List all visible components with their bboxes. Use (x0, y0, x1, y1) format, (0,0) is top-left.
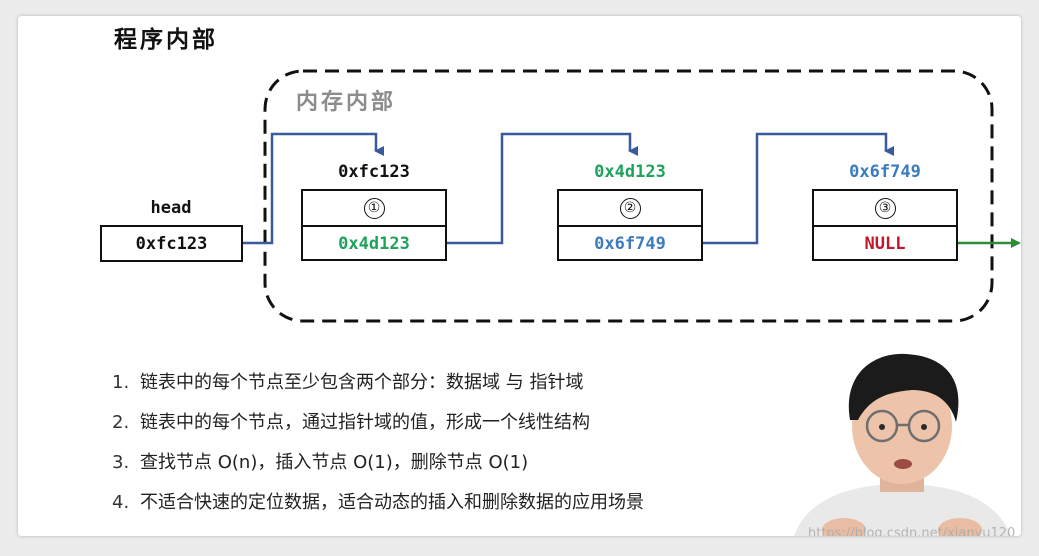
node-3-data: ③ (814, 191, 956, 227)
memory-label: 内存内部 (296, 89, 397, 115)
pointer-head-to-node-1 (243, 132, 384, 245)
node-3: ③ NULL (812, 189, 958, 261)
presenter-image (794, 353, 1011, 536)
note-item: 3.查找节点 O(n)，插入节点 O(1)，删除节点 O(1) (112, 452, 529, 473)
slide-frame: 程序内部 内存内部 head 0xfc123 0xfc123 ① 0x4d12 (18, 16, 1021, 536)
node-1-next: 0x4d123 (338, 233, 410, 254)
node-2-address: 0x4d123 (594, 162, 666, 182)
watermark: https://blog.csdn.net/xianyu120 (808, 526, 1016, 536)
note-item: 1.链表中的每个节点至少包含两个部分：数据域 与 指针域 (112, 372, 584, 393)
node-1-data: ① (303, 191, 445, 227)
node-2-data: ② (559, 191, 701, 227)
pointer-node-1-to-node-2 (447, 132, 638, 245)
node-3-address: 0x6f749 (849, 162, 921, 182)
node-2: ② 0x6f749 (557, 189, 703, 261)
pointer-node-2-to-node-3 (703, 132, 894, 245)
node-2-next: 0x6f749 (594, 233, 666, 254)
head-label: head (150, 198, 192, 218)
note-item: 4.不适合快速的定位数据，适合动态的插入和删除数据的应用场景 (112, 492, 644, 513)
memory-region (263, 69, 994, 323)
note-item: 2.链表中的每个节点，通过指针域的值，形成一个线性结构 (112, 412, 590, 433)
section-title: 程序内部 (114, 26, 218, 53)
head-pointer-box: 0xfc123 (100, 225, 243, 262)
node-3-data-number: ③ (874, 197, 896, 219)
node-2-data-number: ② (619, 197, 641, 219)
node-3-next-null: NULL (864, 233, 906, 254)
node-1-data-number: ① (363, 197, 385, 219)
node-1: ① 0x4d123 (301, 189, 447, 261)
head-pointer-value: 0xfc123 (135, 233, 208, 254)
diagram-lines (243, 69, 1021, 323)
node-1-address: 0xfc123 (338, 162, 410, 182)
notes-list: 1.链表中的每个节点至少包含两个部分：数据域 与 指针域 2.链表中的每个节点，… (112, 368, 644, 528)
